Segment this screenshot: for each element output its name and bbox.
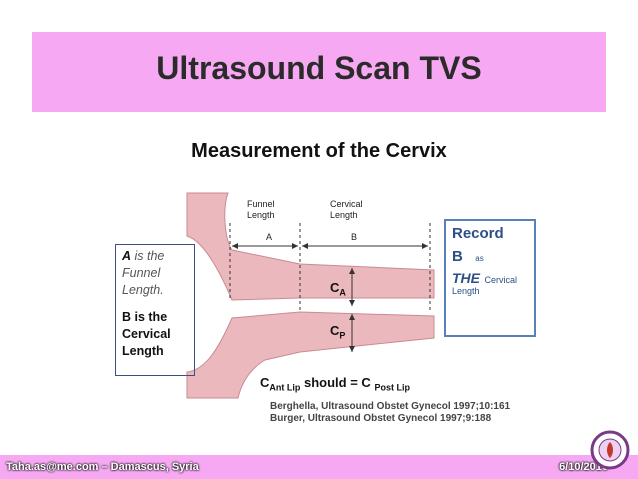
page-title: Ultrasound Scan TVS	[156, 50, 482, 86]
title-bar	[32, 32, 606, 112]
lip-equation: CAnt Lip should = C Post Lip	[260, 375, 410, 393]
ca-label: CA	[330, 280, 346, 298]
segment-b-label: B	[351, 232, 358, 242]
cp-label: CP	[330, 323, 346, 341]
record-note-box: Record B as THE Cervical Length	[444, 219, 536, 337]
funnel-note-box: A is the Funnel Length. B is the Cervica…	[115, 244, 195, 376]
society-logo-icon	[590, 430, 630, 470]
reference-2: Burger, Ultrasound Obstet Gynecol 1997;9…	[270, 413, 492, 424]
segment-a-label: A	[266, 232, 273, 242]
references: Berghella, Ultrasound Obstet Gynecol 199…	[270, 401, 510, 425]
cervical-length-label: Cervical Length	[330, 199, 363, 220]
lower-lip-shape	[186, 311, 435, 399]
subtitle: Measurement of the Cervix	[191, 140, 447, 162]
footer-contact: Taha.as@me.com – Damascus, Syria	[6, 461, 199, 473]
footer-bar	[0, 455, 638, 479]
funnel-length-label: Funnel Length	[247, 199, 275, 220]
upper-lip-shape	[186, 192, 435, 301]
reference-1: Berghella, Ultrasound Obstet Gynecol 199…	[270, 401, 511, 412]
footer-date: 6/10/2016	[559, 461, 608, 473]
